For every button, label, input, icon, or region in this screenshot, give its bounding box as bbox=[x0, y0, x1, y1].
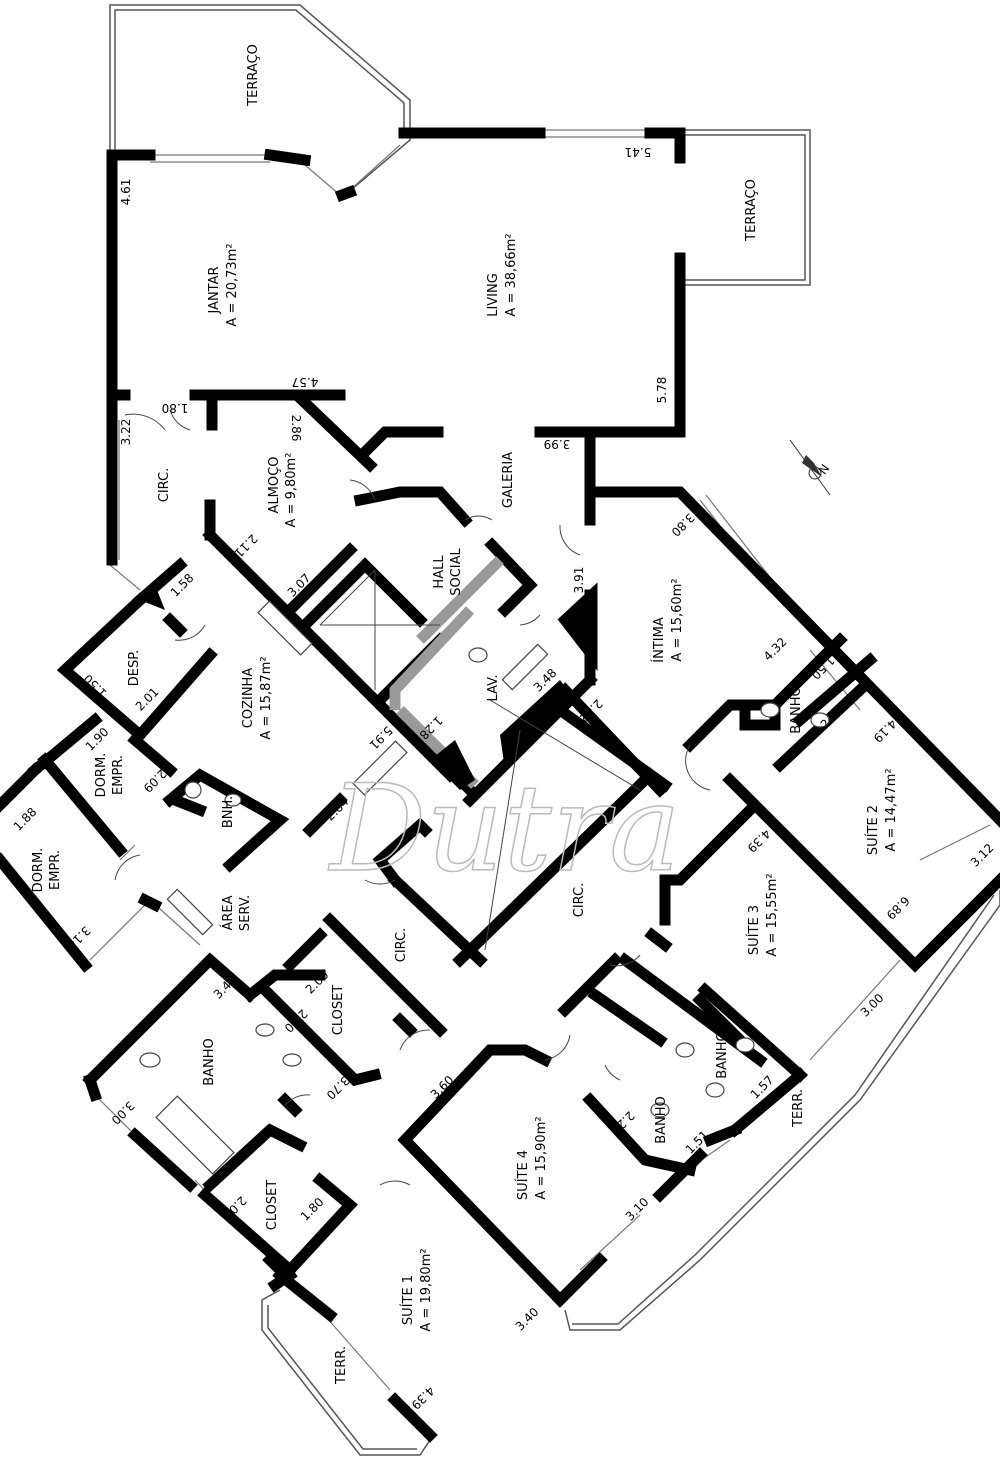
label-intima-area: A = 15,60m² bbox=[670, 578, 685, 661]
label-suite1-area: A = 19,80m² bbox=[419, 1248, 434, 1331]
label-terr-bottom: TERR. bbox=[334, 1346, 349, 1385]
watermark-text: Dutra bbox=[328, 760, 681, 899]
watermark: Dutra bbox=[327, 759, 681, 900]
dim-3-70: 3.70 bbox=[323, 1073, 352, 1102]
label-jantar-area: A = 20,73m² bbox=[225, 243, 240, 326]
label-almoco: ALMOÇO bbox=[267, 457, 282, 514]
dim-3-99: 3.99 bbox=[544, 437, 571, 451]
label-living-area: A = 38,66m² bbox=[504, 233, 519, 316]
label-area: ÁREA bbox=[220, 895, 236, 930]
label-living: LIVING bbox=[486, 273, 501, 317]
dim-1-80-b: 1.80 bbox=[298, 1195, 327, 1224]
label-suite2: SUÍTE 2 bbox=[865, 805, 881, 855]
label-galeria: GALERIA bbox=[501, 452, 516, 508]
label-dorm-empr-1b: EMPR. bbox=[111, 755, 126, 795]
label-serv: SERV. bbox=[238, 895, 253, 931]
label-almoco-area: A = 9,80m² bbox=[284, 453, 299, 528]
dim-4-19: 4.19 bbox=[870, 716, 899, 745]
door-swings bbox=[114, 409, 711, 1186]
label-dorm-empr-1a: DORM. bbox=[94, 753, 109, 798]
label-desp: DESP. bbox=[127, 650, 142, 686]
walls bbox=[0, 127, 1000, 1443]
label-terr-right: TERR. bbox=[791, 1089, 806, 1128]
fixtures bbox=[139, 600, 830, 1175]
label-circ-left: CIRC. bbox=[157, 468, 172, 503]
elevator bbox=[319, 569, 641, 951]
dim-4-39: 4.39 bbox=[744, 826, 773, 855]
dim-1-80: 1.80 bbox=[162, 401, 189, 415]
dim-5-41: 5.41 bbox=[625, 145, 652, 159]
room-labels: TERRAÇO TERRAÇO JANTAR A = 20,73m² LIVIN… bbox=[31, 44, 899, 1385]
dim-2-86: 2.86 bbox=[289, 415, 303, 442]
label-terraco-right: TERRAÇO bbox=[744, 179, 759, 242]
dim-3-80: 3.80 bbox=[668, 510, 697, 539]
label-banho-s1: BANHO bbox=[202, 1038, 217, 1086]
label-social: SOCIAL bbox=[449, 547, 464, 595]
label-suite4-area: A = 15,90m² bbox=[534, 1116, 549, 1199]
label-dorm-empr-2b: EMPR. bbox=[48, 850, 63, 890]
label-cozinha-area: A = 15,87m² bbox=[259, 656, 274, 739]
label-suite3: SUÍTE 3 bbox=[746, 905, 762, 955]
dim-1-88: 1.88 bbox=[11, 805, 40, 834]
dim-4-61: 4.61 bbox=[119, 179, 133, 206]
label-suite2-area: A = 14,47m² bbox=[884, 768, 899, 851]
dim-3-40-b: 3.40 bbox=[513, 1305, 542, 1334]
label-closet-2: CLOSET bbox=[265, 1180, 280, 1231]
terrace-outlines bbox=[109, 4, 1000, 1456]
compass-icon: N bbox=[789, 439, 833, 496]
label-suite4: SUÍTE 4 bbox=[515, 1150, 531, 1200]
label-dorm-empr-2a: DORM. bbox=[31, 848, 46, 893]
label-banho-intima: BANHO bbox=[789, 686, 804, 734]
label-lav: LAV. bbox=[486, 675, 501, 702]
label-bnh: BNH. bbox=[221, 796, 236, 828]
dim-3-91: 3.91 bbox=[572, 567, 586, 594]
label-hall: HALL bbox=[432, 555, 447, 589]
label-intima: ÍNTIMA bbox=[651, 617, 667, 663]
label-circ-right: CIRC. bbox=[572, 883, 587, 918]
label-closet-1: CLOSET bbox=[331, 985, 346, 1036]
dim-3-00-a: 3.00 bbox=[858, 991, 887, 1020]
label-cozinha: COZINHA bbox=[241, 668, 256, 729]
dim-4-32: 4.32 bbox=[761, 635, 790, 664]
dim-3-10: 3.10 bbox=[623, 1195, 652, 1224]
dim-6-89: 6.89 bbox=[883, 893, 912, 922]
svg-text:N: N bbox=[816, 462, 833, 477]
label-banho-s3: BANHO bbox=[715, 1031, 730, 1079]
dim-3-22: 3.22 bbox=[119, 419, 133, 446]
dim-4-39-b: 4.39 bbox=[408, 1383, 437, 1412]
label-banho-s4: BANHO bbox=[654, 1096, 669, 1144]
dim-4-57: 4.57 bbox=[292, 375, 319, 389]
dim-5-78: 5.78 bbox=[655, 377, 669, 404]
label-suite3-area: A = 15,55m² bbox=[765, 873, 780, 956]
label-terraco-top: TERRAÇO bbox=[246, 44, 261, 107]
dim-2-09: 2.09 bbox=[140, 766, 169, 795]
label-circ-mid: CIRC. bbox=[394, 928, 409, 963]
dim-3-12: 3.12 bbox=[968, 841, 997, 870]
label-jantar: JANTAR bbox=[207, 266, 222, 314]
label-suite1: SUÍTE 1 bbox=[400, 1275, 416, 1325]
dim-1-50-a: 1.50 bbox=[81, 671, 110, 700]
